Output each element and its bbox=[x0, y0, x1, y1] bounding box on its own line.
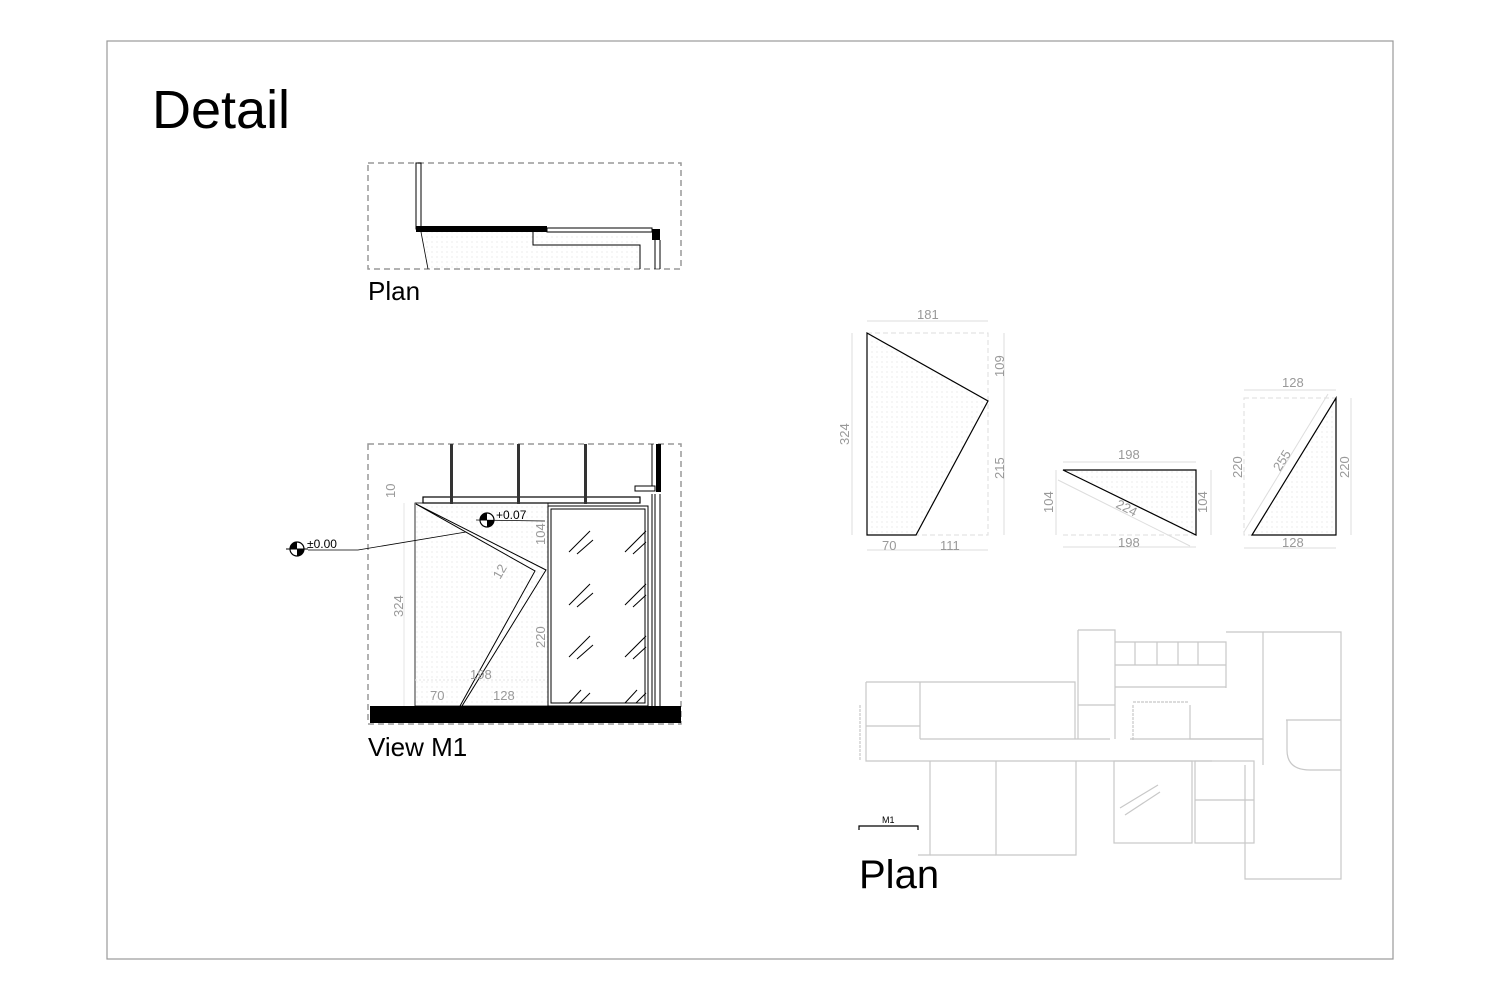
svg-text:+0.07: +0.07 bbox=[496, 508, 527, 522]
svg-text:128: 128 bbox=[1282, 375, 1304, 390]
panel-3: 128 220 220 255 128 bbox=[1230, 375, 1352, 550]
panel-2: 198 104 104 224 198 bbox=[1041, 447, 1212, 550]
svg-text:324: 324 bbox=[837, 423, 852, 445]
sheet-frame bbox=[106, 40, 1394, 960]
svg-text:104: 104 bbox=[1195, 491, 1210, 513]
svg-text:220: 220 bbox=[1337, 456, 1352, 478]
svg-text:128: 128 bbox=[1282, 535, 1304, 550]
svg-text:104: 104 bbox=[1041, 491, 1056, 513]
svg-text:198: 198 bbox=[1118, 535, 1140, 550]
section-marker-m1[interactable]: M1 bbox=[858, 815, 919, 830]
dim-base-left: 70 bbox=[430, 688, 444, 703]
plan-detail-label: Plan bbox=[368, 276, 420, 306]
dim-lower: 220 bbox=[533, 626, 548, 648]
svg-text:M1: M1 bbox=[882, 815, 895, 825]
svg-text:111: 111 bbox=[940, 538, 960, 553]
floor-plan bbox=[859, 629, 1342, 880]
view-m1 bbox=[367, 443, 682, 725]
svg-text:70: 70 bbox=[882, 538, 896, 553]
svg-text:198: 198 bbox=[1118, 447, 1140, 462]
ceiling-bar bbox=[422, 496, 641, 504]
floor-slab bbox=[370, 706, 681, 723]
glass-door bbox=[547, 505, 649, 707]
dim-base-right: 128 bbox=[493, 688, 515, 703]
svg-text:181: 181 bbox=[917, 307, 939, 322]
floor-plan-label: Plan bbox=[859, 853, 939, 897]
level-marker-base: ±0.00 bbox=[286, 531, 467, 557]
level-marker-top: +0.07 bbox=[475, 508, 546, 528]
svg-text:255: 255 bbox=[1270, 447, 1294, 473]
dim-thickness: 12 bbox=[490, 561, 510, 581]
svg-text:109: 109 bbox=[992, 355, 1007, 377]
plan-detail bbox=[367, 162, 682, 270]
panel-1: 181 109 215 324 70 111 bbox=[837, 307, 1007, 553]
sheet-title: Detail bbox=[152, 80, 290, 140]
dim-diagonal: 198 bbox=[470, 667, 492, 682]
dim-height: 324 bbox=[391, 595, 406, 617]
svg-text:215: 215 bbox=[992, 457, 1007, 479]
svg-text:220: 220 bbox=[1230, 456, 1245, 478]
svg-text:±0.00: ±0.00 bbox=[307, 537, 337, 551]
dim-top-gap: 10 bbox=[383, 484, 398, 498]
dim-upper: 104 bbox=[533, 523, 548, 545]
folded-panel-edge bbox=[415, 503, 547, 707]
view-m1-label: View M1 bbox=[368, 732, 467, 762]
